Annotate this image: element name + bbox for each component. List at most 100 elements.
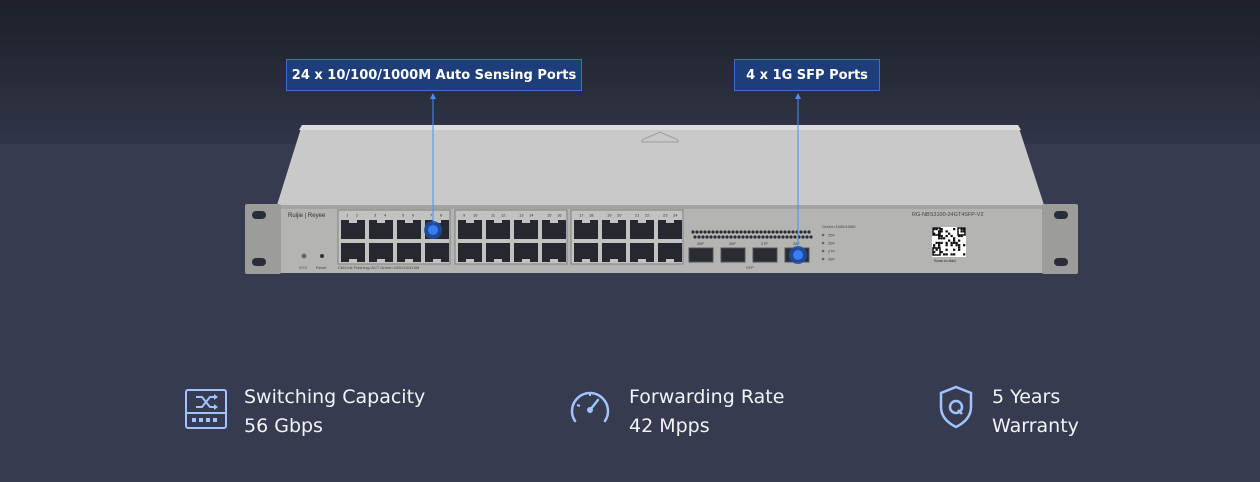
rj45-latch — [405, 259, 413, 262]
rj45-port-21 — [630, 220, 654, 239]
rj45-port-8 — [425, 243, 449, 262]
vent-hole — [747, 230, 751, 234]
qr-module — [953, 241, 956, 244]
vent-hole — [793, 235, 797, 239]
qr-module — [950, 234, 953, 238]
sys-led — [301, 253, 307, 259]
qr-module — [940, 228, 943, 231]
vent-hole — [697, 235, 701, 239]
qr-module — [963, 244, 966, 247]
rj45-latch — [550, 259, 558, 262]
sfp-port-26F — [720, 247, 746, 263]
qr-module — [940, 230, 943, 233]
sfp-led — [821, 249, 825, 253]
shield-q-icon — [939, 385, 973, 429]
switch-icon — [185, 389, 227, 429]
rj45-port-22 — [630, 243, 654, 262]
qr-module — [933, 251, 936, 254]
vent-hole — [787, 230, 791, 234]
vent-hole — [693, 235, 697, 239]
qr-module — [940, 237, 943, 240]
port-number: 12 — [501, 213, 506, 218]
vent-hole — [717, 235, 721, 239]
vent-hole — [757, 235, 761, 239]
port-number: 14 — [529, 213, 534, 218]
qr-module — [938, 237, 941, 240]
rj45-port-14 — [514, 243, 538, 262]
sfp-legend-item: 25F — [828, 233, 835, 238]
rj45-port-17 — [574, 220, 598, 239]
rj45-latch — [638, 220, 646, 223]
vent-hole — [719, 230, 723, 234]
vent-hole — [733, 235, 737, 239]
switch-top-cover — [277, 125, 1044, 205]
vent-hole — [741, 235, 745, 239]
vent-hole — [753, 235, 757, 239]
qr-module — [958, 246, 961, 249]
vent-hole — [803, 230, 807, 234]
port-number: 3 — [374, 213, 377, 218]
qr-module — [943, 237, 946, 240]
vent-hole — [725, 235, 729, 239]
speedometer-icon — [570, 391, 610, 423]
sfp-led — [821, 233, 825, 237]
vent-hole — [773, 235, 777, 239]
rack-ear-left — [245, 204, 281, 274]
rj45-latch — [494, 259, 502, 262]
sfp-legend-item: 28F — [828, 257, 835, 262]
sfp-led — [821, 257, 825, 261]
qr-module — [945, 241, 948, 244]
qr-module — [935, 228, 938, 231]
vent-hole — [799, 230, 803, 234]
vent-hole — [723, 230, 727, 234]
rj45-port-12 — [486, 243, 510, 262]
qr-module — [945, 253, 948, 256]
sfp-vent-grid — [691, 230, 813, 239]
sfp-group-label: SFP — [746, 265, 754, 270]
qr-module — [953, 248, 956, 251]
vent-hole — [699, 230, 703, 234]
port-number: 20 — [617, 213, 622, 218]
port-number: 6 — [412, 213, 415, 218]
port-number: 19 — [607, 213, 612, 218]
rj45-port-18 — [574, 243, 598, 262]
port-number: 11 — [491, 213, 496, 218]
rj45-port-3 — [369, 220, 393, 239]
rj45-latch — [582, 220, 590, 223]
qr-module — [935, 248, 938, 251]
qr-module — [938, 232, 941, 235]
rj45-latch — [466, 259, 474, 262]
qr-module — [950, 253, 953, 256]
qr-module — [958, 248, 961, 251]
feature-title: Switching Capacity — [244, 386, 426, 408]
qr-module — [955, 244, 958, 247]
sfp-port-25F — [688, 247, 714, 263]
sfp-port-27F — [752, 247, 778, 263]
sfp-legend-item: 27F — [828, 249, 835, 254]
qr-module — [953, 228, 956, 231]
rj45-latch — [433, 220, 441, 223]
port-number: 7 — [430, 213, 433, 218]
rj45-port-11 — [486, 220, 510, 239]
vent-hole — [709, 235, 713, 239]
qr-module — [933, 232, 936, 235]
sfp-label: 27F — [761, 241, 768, 246]
rack-ear-right — [1042, 204, 1078, 274]
rj45-port-24 — [658, 243, 682, 262]
qr-module — [958, 234, 961, 238]
switch-device: Ruijie | Reyee SYS Reset Ctrl/Link Flash… — [245, 93, 1078, 274]
sfp-label: 28F — [793, 241, 800, 246]
qr-module — [950, 241, 953, 244]
port-number: 8 — [440, 213, 443, 218]
rj45-latch — [466, 220, 474, 223]
vent-hole — [727, 230, 731, 234]
vent-hole — [781, 235, 785, 239]
qr-module — [933, 244, 936, 247]
qr-module — [938, 244, 941, 247]
vent-hole — [765, 235, 769, 239]
rj45-port-5 — [397, 220, 421, 239]
qr-module — [938, 234, 941, 238]
rj45-latch — [522, 259, 530, 262]
feature-forwarding-rate: Forwarding Rate 42 Mpps — [567, 383, 784, 441]
